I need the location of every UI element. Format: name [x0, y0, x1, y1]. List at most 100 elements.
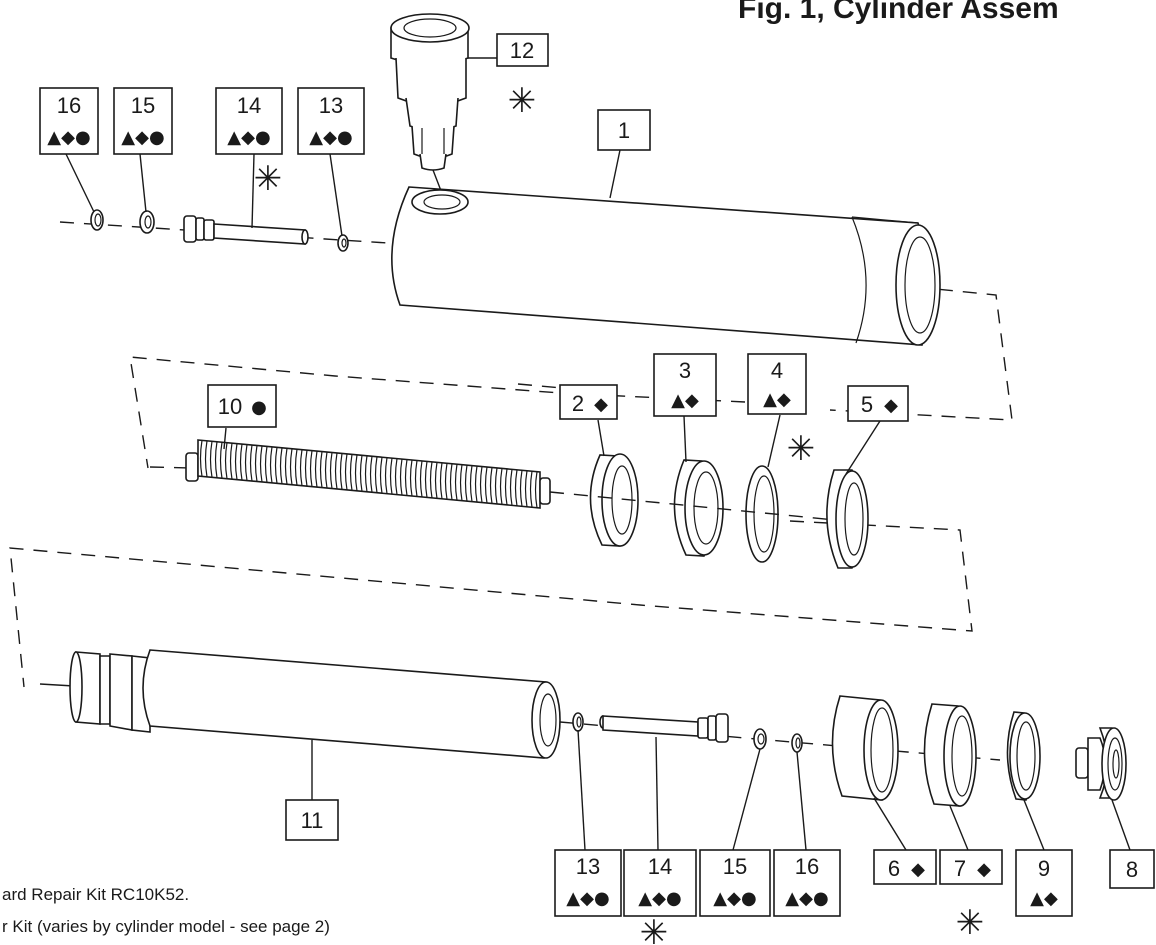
part-15-bottom-washer: [753, 728, 767, 750]
callout-9: 9 ▲◆: [1015, 849, 1073, 917]
part-10-threaded-shaft: [185, 439, 551, 509]
part-7-gland-nut: [923, 703, 977, 807]
thread-ridge: [274, 447, 278, 484]
part-13-top-ring: [337, 234, 349, 252]
thread-ridge: [249, 444, 253, 482]
callout-14-bottom-star-icon: ✳: [640, 913, 669, 945]
thread-ridge: [429, 461, 433, 498]
thread-ridge: [384, 457, 388, 494]
thread-ridge: [294, 449, 298, 486]
thread-ridge: [369, 456, 373, 493]
callout-8: 8: [1109, 849, 1155, 889]
thread-ridge: [324, 451, 328, 489]
thread-ridge: [454, 464, 458, 501]
part-16-top-ring: [90, 209, 104, 231]
thread-ridge: [299, 449, 303, 486]
thread-ridge: [504, 468, 508, 506]
callout-4-star-icon: ✳: [787, 429, 816, 469]
part-8-saddle: [1075, 727, 1127, 801]
thread-ridge: [279, 447, 283, 484]
thread-ridge: [479, 466, 483, 503]
thread-ridge: [424, 461, 428, 498]
callout-4: 4 ▲◆ ✳: [747, 353, 816, 469]
top-axis: [59, 221, 389, 244]
note-repair-kit-varies: r Kit (varies by cylinder model - see pa…: [2, 917, 330, 936]
thread-ridge: [529, 471, 533, 508]
thread-ridge: [489, 467, 493, 504]
part-16-bottom-ring: [791, 733, 803, 753]
thread-ridge: [464, 465, 468, 502]
part-3-ring: [673, 459, 724, 557]
callout-14-top-kits: ▲◆●: [227, 127, 270, 148]
thread-ridge: [469, 465, 473, 502]
thread-ridge: [244, 444, 248, 481]
thread-ridge: [234, 443, 238, 480]
callout-1: 1: [597, 109, 651, 151]
callout-16-bottom: 16 ▲◆●: [773, 849, 841, 917]
callout-15-bottom-number: 15: [723, 854, 747, 879]
thread-ridge: [304, 450, 308, 487]
thread-ridge: [494, 467, 498, 505]
callout-14-top: 14 ▲◆● ✳: [215, 87, 283, 199]
thread-ridge: [379, 457, 383, 494]
thread-ridge: [289, 448, 293, 485]
thread-ridge: [269, 446, 273, 484]
thread-ridge: [339, 453, 343, 490]
thread-ridge: [419, 460, 423, 498]
thread-ridge: [409, 459, 413, 497]
thread-ridge: [399, 458, 403, 496]
thread-ridge: [329, 452, 333, 489]
callout-12-number: 12: [510, 38, 534, 63]
callout-10-kits: ●: [251, 397, 267, 418]
callout-9-kits: ▲◆: [1030, 888, 1058, 909]
part-6-bushing: [831, 695, 899, 801]
thread-ridge: [254, 445, 258, 482]
callout-3: 3 ▲◆: [653, 353, 717, 417]
callout-7-kits: ◆: [977, 859, 991, 880]
thread-ridge: [229, 443, 233, 480]
callout-15-top-number: 15: [131, 93, 155, 118]
thread-ridge: [499, 468, 503, 505]
part-15-top-washer: [139, 210, 155, 234]
callout-7: 7 ◆ ✳: [939, 849, 1003, 943]
callout-14-bottom: 14 ▲◆● ✳: [623, 849, 697, 945]
part-9-wiper: [1006, 711, 1041, 801]
callout-16-bottom-number: 16: [795, 854, 819, 879]
callout-4-kits: ▲◆: [763, 389, 791, 410]
thread-ridge: [199, 440, 203, 477]
callout-13-top: 13 ▲◆●: [297, 87, 365, 155]
part-14-top-plunger: [183, 215, 309, 245]
thread-ridge: [459, 464, 463, 501]
callout-12-star-icon: ✳: [508, 81, 537, 121]
part-12-coupler: [390, 13, 470, 197]
callout-6-kits: ◆: [911, 859, 925, 880]
thread-ridge: [514, 469, 518, 506]
part-2-ring: [589, 453, 639, 547]
thread-ridge: [284, 448, 288, 485]
thread-ridge: [484, 466, 488, 504]
thread-ridge: [309, 450, 313, 487]
thread-ridge: [534, 471, 538, 508]
callout-13-bottom-kits: ▲◆●: [566, 888, 609, 909]
callout-16-bottom-kits: ▲◆●: [785, 888, 828, 909]
callout-14-bottom-number: 14: [648, 854, 672, 879]
thread-ridge: [364, 455, 368, 492]
callout-3-number: 3: [679, 358, 691, 383]
callout-16-top: 16 ▲◆●: [39, 87, 99, 155]
thread-ridge: [344, 453, 348, 491]
thread-ridge: [214, 441, 218, 478]
callout-15-top: 15 ▲◆●: [113, 87, 173, 155]
thread-ridge: [264, 446, 268, 483]
callout-16-top-kits: ▲◆●: [47, 127, 90, 148]
callout-12: 12 ✳: [496, 33, 549, 121]
thread-ridge: [389, 458, 393, 495]
thread-ridge: [349, 454, 353, 491]
thread-ridge: [319, 451, 323, 488]
callout-15-bottom: 15 ▲◆●: [699, 849, 771, 917]
thread-ridge: [209, 441, 213, 478]
callout-7-star-icon: ✳: [956, 903, 985, 943]
thread-ridge: [439, 462, 443, 499]
callout-14-top-star-icon: ✳: [254, 159, 283, 199]
callout-8-number: 8: [1126, 857, 1138, 882]
